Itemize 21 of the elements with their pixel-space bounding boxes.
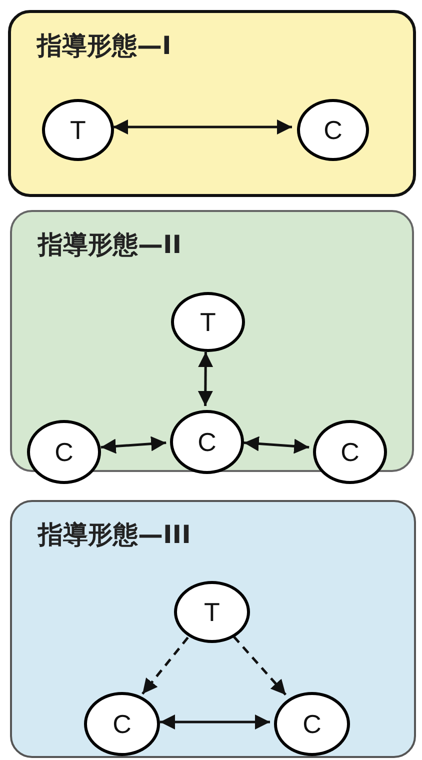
circle-node: T <box>174 581 250 643</box>
circle-node: T <box>42 99 114 161</box>
circle-node: C <box>313 420 387 484</box>
panel-title: 指導形態—III <box>38 520 191 550</box>
panel-title: 指導形態—II <box>38 230 182 260</box>
dashed-arrow <box>232 636 287 696</box>
panel-box <box>8 10 416 197</box>
panel-title: 指導形態—I <box>37 31 172 61</box>
double-arrow <box>198 352 214 406</box>
double-arrow <box>160 714 270 730</box>
double-arrow <box>244 436 310 454</box>
panel-box <box>10 500 416 758</box>
dashed-arrow <box>142 636 189 695</box>
circle-node: C <box>297 99 369 161</box>
circle-node: C <box>84 692 160 756</box>
double-arrow <box>113 120 292 134</box>
circle-node: T <box>171 292 245 352</box>
circle-node: C <box>170 410 244 474</box>
double-arrow <box>100 436 166 454</box>
circle-node: C <box>274 692 350 756</box>
circle-node: C <box>27 420 101 484</box>
